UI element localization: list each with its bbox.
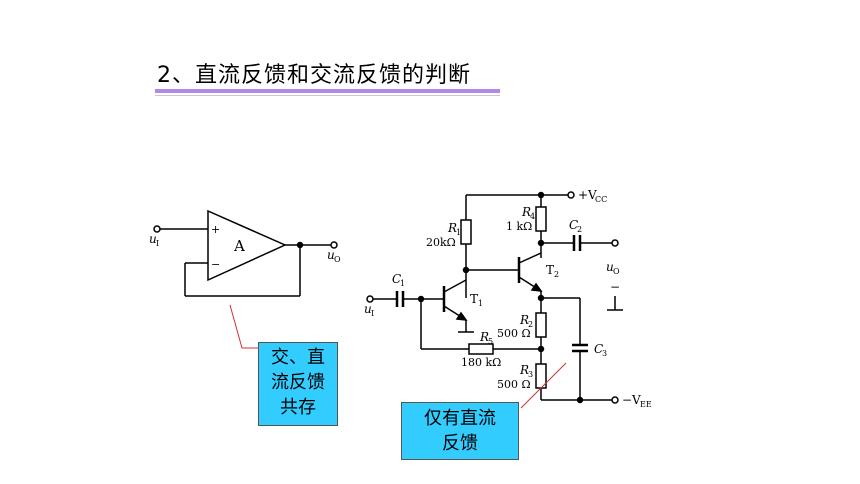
- vcc-sub: CC: [595, 195, 607, 204]
- callout-right-line: 反馈: [442, 433, 478, 454]
- r2-sub: 2: [528, 320, 533, 329]
- opamp-circuit: [153, 209, 338, 297]
- opamp-output-sub: O: [334, 255, 341, 264]
- t1-name: T: [470, 292, 478, 306]
- r4-name: R: [521, 205, 531, 219]
- title-underline: [155, 89, 500, 93]
- output-sub: O: [613, 267, 620, 276]
- output-minus: −: [610, 280, 620, 294]
- opamp-input-terminal: [153, 225, 161, 233]
- c1-name: C: [392, 272, 401, 286]
- input-label: u: [364, 302, 372, 316]
- c1-sub: 1: [400, 279, 405, 288]
- transistor-circuit: [366, 191, 623, 404]
- r2-name: R: [519, 313, 529, 327]
- r1-name: R: [447, 221, 457, 235]
- r4-sub: 4: [530, 212, 535, 221]
- opamp-amp-label: A: [233, 237, 245, 255]
- t2-sub: 2: [554, 270, 559, 279]
- r5-sub: 5: [488, 337, 493, 346]
- callout-dc-only: 仅有直流 反馈: [401, 402, 519, 460]
- r2-value: 500 Ω: [497, 327, 531, 340]
- r5-value: 180 kΩ: [461, 356, 501, 369]
- c2-sub: 2: [577, 225, 582, 234]
- opamp-plus-label: +: [211, 223, 220, 236]
- title-underline-shadow: [155, 95, 500, 96]
- output-terminal: [611, 239, 619, 247]
- opamp-output-terminal: [330, 241, 338, 249]
- vcc-terminal: [567, 191, 575, 199]
- c3-name: C: [594, 342, 603, 356]
- r5-name: R: [479, 330, 489, 344]
- opamp-triangle: [207, 209, 287, 282]
- r3-value: 500 Ω: [497, 378, 531, 391]
- c3-sub: 3: [602, 349, 607, 358]
- output-label: u: [606, 260, 614, 274]
- r3-name: R: [519, 363, 529, 377]
- input-sub: I: [371, 309, 374, 318]
- c2-name: C: [569, 218, 578, 232]
- vee-sub: EE: [640, 400, 652, 409]
- t2-name: T: [546, 263, 554, 277]
- callout-right-line: 仅有直流: [424, 408, 496, 429]
- resistor-r4: [535, 206, 547, 232]
- r3-sub: 3: [528, 370, 533, 379]
- opamp-output-label: u: [327, 248, 335, 262]
- input-terminal: [366, 295, 374, 303]
- r1-sub: 1: [456, 228, 461, 237]
- opamp-input-label: u: [149, 232, 157, 246]
- t1-sub: 1: [478, 299, 483, 308]
- vee-terminal: [611, 396, 619, 404]
- callout-left-leader: [229, 304, 258, 349]
- opamp-input-sub: I: [156, 239, 159, 248]
- r1-value: 20kΩ: [426, 236, 456, 249]
- callout-right-leader: [520, 362, 567, 409]
- opamp-minus-label: −: [211, 258, 220, 271]
- callout-ac-dc-coexist: 交、直 流反馈 共存: [258, 342, 338, 426]
- resistor-r1: [460, 219, 472, 245]
- slide-title: 2、直流反馈和交流反馈的判断: [157, 63, 471, 88]
- resistor-r2: [535, 312, 547, 338]
- callout-left-line: 交、直: [271, 347, 325, 368]
- r4-value: 1 kΩ: [506, 220, 532, 233]
- callout-left-line: 流反馈: [271, 372, 325, 393]
- vee-label: −V: [622, 393, 641, 407]
- vcc-label: +V: [578, 188, 597, 202]
- callout-left-line: 共存: [280, 397, 316, 418]
